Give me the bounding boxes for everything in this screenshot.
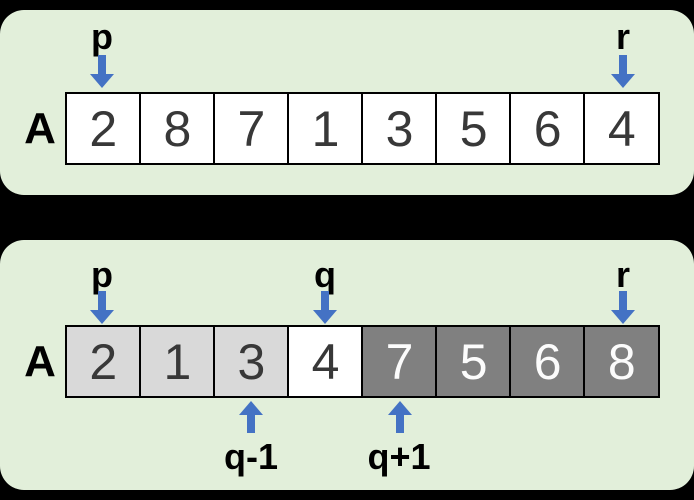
pointer-label-p: p: [91, 254, 113, 295]
pointer-label-r: r: [615, 254, 630, 295]
cell-value: 6: [533, 100, 562, 157]
arrow-head: [611, 74, 635, 88]
cell-value: 3: [385, 100, 414, 157]
panel-array-after: p q r A 2 1 3 4 7 5 6 8: [0, 240, 694, 490]
cell-value: 7: [385, 333, 414, 390]
cell-value: 6: [533, 333, 562, 390]
arrow-stem: [396, 415, 404, 433]
pointer-label-q: q: [314, 254, 336, 295]
arrow-stem: [247, 415, 255, 433]
pointer-p-arrow-down-icon: [90, 291, 114, 324]
array-cell-low-partition: 2: [65, 325, 142, 398]
pointer-label-p: p: [91, 16, 113, 57]
array-cell-low-partition: 1: [139, 325, 216, 398]
cell-value: 8: [163, 100, 192, 157]
array-cell: 4: [583, 92, 660, 165]
array-cell: 5: [435, 92, 512, 165]
arrow-stem: [321, 291, 329, 310]
array-row-after: 2 1 3 4 7 5 6 8: [65, 325, 660, 398]
cell-value: 3: [237, 333, 266, 390]
array-cell: 6: [509, 92, 586, 165]
panel-array-before: p r A 2 8 7 1 3 5 6 4: [0, 10, 694, 195]
arrow-head: [388, 401, 412, 415]
arrow-head: [239, 401, 263, 415]
arrow-head: [313, 310, 337, 324]
cell-value: 7: [237, 100, 266, 157]
pointer-q-plus-1-arrow-up-icon: [388, 401, 412, 433]
array-cell-high-partition: 6: [509, 325, 586, 398]
pointer-q-minus-1-arrow-up-icon: [239, 401, 263, 433]
array-cell-high-partition: 7: [361, 325, 438, 398]
array-cell: 3: [361, 92, 438, 165]
pointer-r-arrow-down-icon: [611, 55, 635, 88]
array-cell: 2: [65, 92, 142, 165]
array-cell: 8: [139, 92, 216, 165]
cell-value: 5: [459, 333, 488, 390]
array-row-before: 2 8 7 1 3 5 6 4: [65, 92, 660, 165]
array-name-label: A: [24, 104, 56, 153]
arrow-stem: [619, 55, 627, 74]
array-name-label: A: [24, 337, 56, 386]
array-cell-high-partition: 5: [435, 325, 512, 398]
pointer-label-r: r: [615, 16, 630, 57]
array-cell-low-partition: 3: [213, 325, 290, 398]
cell-value: 8: [607, 333, 636, 390]
cell-value: 4: [607, 100, 636, 157]
pointer-r-arrow-down-icon: [611, 291, 635, 324]
arrow-head: [90, 310, 114, 324]
array-cell-pivot: 4: [287, 325, 364, 398]
cell-value: 2: [89, 100, 118, 157]
array-cell-high-partition: 8: [583, 325, 660, 398]
pointer-label-q-plus-1: q+1: [367, 436, 431, 477]
pointer-q-arrow-down-icon: [313, 291, 337, 324]
cell-value: 2: [89, 333, 118, 390]
cell-value: 1: [163, 333, 192, 390]
arrow-stem: [619, 291, 627, 310]
array-cell: 1: [287, 92, 364, 165]
arrow-stem: [98, 291, 106, 310]
cell-value: 1: [311, 100, 340, 157]
pointer-p-arrow-down-icon: [90, 55, 114, 88]
arrow-stem: [98, 55, 106, 74]
arrow-head: [611, 310, 635, 324]
array-cell: 7: [213, 92, 290, 165]
cell-value: 4: [311, 333, 340, 390]
cell-value: 5: [459, 100, 488, 157]
arrow-head: [90, 74, 114, 88]
pointer-label-q-minus-1: q-1: [224, 436, 278, 477]
